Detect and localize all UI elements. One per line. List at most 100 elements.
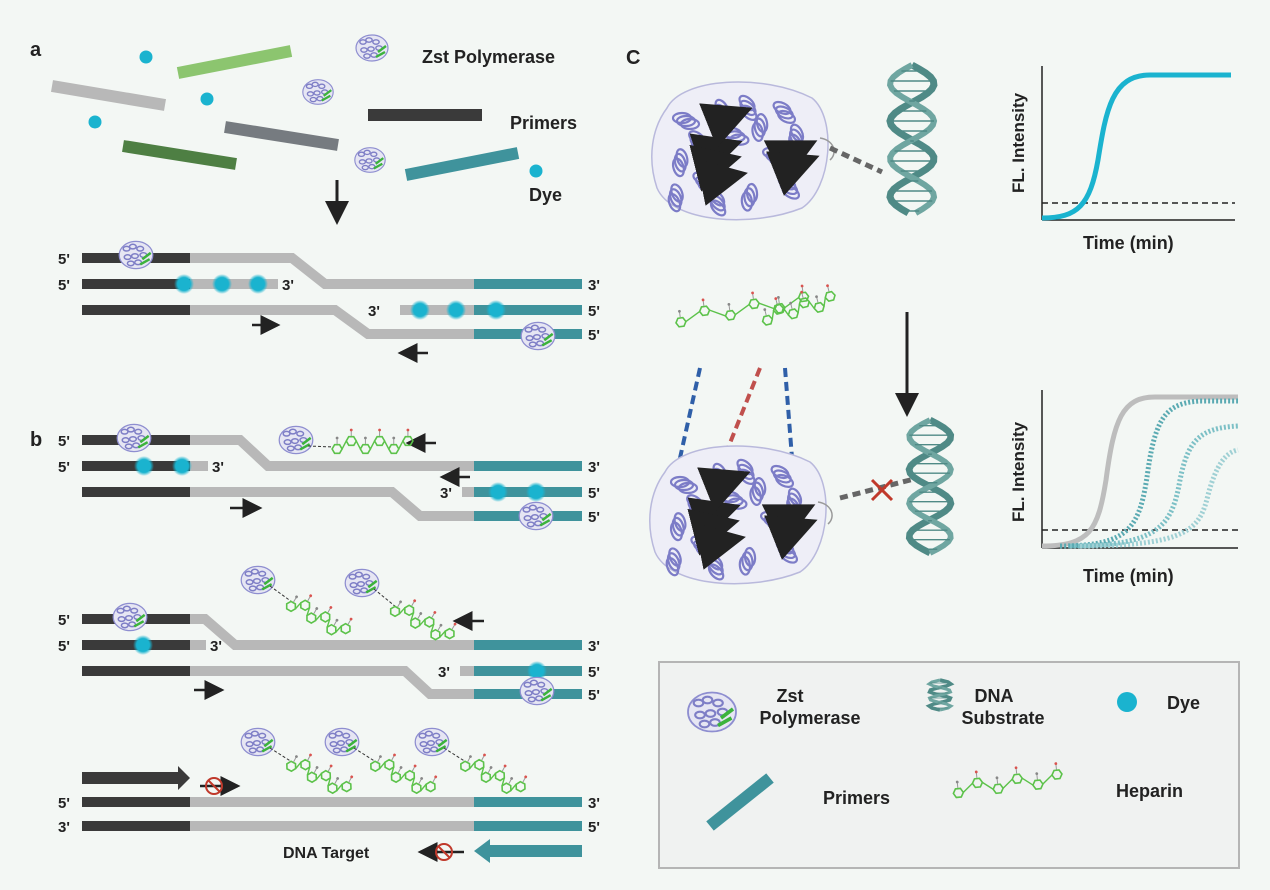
heparin-bound-polymerases xyxy=(240,425,528,795)
end-label: 5' xyxy=(588,303,600,320)
dye-icon xyxy=(1117,692,1137,712)
strand-segment xyxy=(82,666,190,676)
legend-primers-label: Primers xyxy=(823,788,890,808)
strand-segment xyxy=(190,279,278,289)
strand-path xyxy=(190,435,474,471)
panel-c-label: C xyxy=(626,47,640,69)
legend-dna-label: DNA xyxy=(975,686,1014,706)
heparin-icon xyxy=(675,284,810,328)
strand-path xyxy=(190,487,474,521)
heparin-icon xyxy=(370,753,438,795)
strand-path xyxy=(190,305,474,339)
dna-substrate-icon xyxy=(925,678,955,712)
strand-segment xyxy=(460,666,474,676)
strand-segment xyxy=(82,821,190,831)
end-label: 3' xyxy=(588,638,600,655)
chart-bottom: FL. Intensity Time (min) xyxy=(1009,390,1239,586)
primer-grey xyxy=(51,80,166,111)
primer-slate xyxy=(224,121,339,151)
polymerase-icon xyxy=(687,691,737,733)
strand-path xyxy=(190,614,474,650)
end-label: 3' xyxy=(282,277,294,294)
primer-dark-green xyxy=(122,140,237,170)
strand-path xyxy=(190,253,474,289)
strand-segment xyxy=(474,640,582,650)
control-curve xyxy=(1041,394,1238,549)
strand-segment xyxy=(82,487,190,497)
primer-icon xyxy=(706,773,774,831)
blocked-scheme-b3: 5' 3' 3' 5' DNA Target xyxy=(58,766,600,863)
strand-segment xyxy=(474,305,582,315)
free-dyes xyxy=(88,50,543,178)
legend-dna-label: Substrate xyxy=(961,708,1044,728)
end-label: 5' xyxy=(588,509,600,526)
free-polymerases xyxy=(302,34,389,173)
dye xyxy=(133,635,153,655)
polymerase-icon xyxy=(414,727,450,757)
heparin-icon xyxy=(952,762,1063,799)
heparin-icon xyxy=(389,599,457,641)
strand-segment xyxy=(82,305,190,315)
primer-arrow-teal xyxy=(474,839,582,863)
amplification-curve xyxy=(1041,72,1231,221)
prohibited-icon xyxy=(435,843,453,861)
polymerase-icon xyxy=(354,147,386,173)
strand-segment xyxy=(474,797,582,807)
legend-heparin-label: Heparin xyxy=(1116,781,1183,801)
dye xyxy=(486,300,506,320)
strand-segment xyxy=(462,487,474,497)
polymerase-structure-bottom xyxy=(649,445,833,585)
polymerase-structure-top xyxy=(651,81,835,221)
dye xyxy=(488,482,508,502)
end-label: 3' xyxy=(588,277,600,294)
polymerase-icon xyxy=(116,423,152,453)
strand-segment xyxy=(474,461,582,471)
polymerase-icon xyxy=(520,321,556,351)
strand-segment xyxy=(190,640,206,650)
end-label: 5' xyxy=(58,612,70,629)
panel-a-label: a xyxy=(30,39,42,61)
polymerase-icon xyxy=(112,602,148,632)
end-label: 3' xyxy=(588,459,600,476)
end-label: 3' xyxy=(438,664,450,681)
dye xyxy=(446,300,466,320)
binding-dash xyxy=(828,145,884,175)
polymerase-icon xyxy=(240,565,276,595)
polymerase-icon xyxy=(278,425,314,455)
dye xyxy=(139,50,153,64)
end-label: 5' xyxy=(58,459,70,476)
end-label: 5' xyxy=(588,327,600,344)
blocked-x-icon xyxy=(870,478,894,502)
end-label: 3' xyxy=(588,795,600,812)
inhibited-curve xyxy=(1079,447,1239,549)
free-primers xyxy=(51,45,520,181)
polymerase-icon xyxy=(302,79,334,105)
heparin-icon xyxy=(952,762,1063,799)
heparin-icon xyxy=(285,594,353,636)
strand-segment xyxy=(474,279,582,289)
end-label: 5' xyxy=(58,251,70,268)
strand-segment xyxy=(82,279,190,289)
dye xyxy=(529,164,543,178)
legend-primers: Primers xyxy=(510,113,577,133)
panel-b-label: b xyxy=(30,429,42,451)
strand-segment xyxy=(400,305,474,315)
end-label: 3' xyxy=(212,459,224,476)
end-label: 5' xyxy=(58,277,70,294)
primer-arrow-dark xyxy=(82,766,190,790)
y-axis-label: FL. Intensity xyxy=(1009,421,1028,522)
legend-box: Zst Polymerase DNA Substrate Dye Primers… xyxy=(658,661,1240,869)
polymerase-icon xyxy=(519,676,555,706)
dye xyxy=(172,456,192,476)
primer-teal xyxy=(404,147,520,181)
end-label: 5' xyxy=(58,638,70,655)
strand-segment xyxy=(82,797,190,807)
x-axis-label: Time (min) xyxy=(1083,233,1174,253)
inhibited-curve xyxy=(1069,423,1239,549)
end-label: 5' xyxy=(58,433,70,450)
end-label: 5' xyxy=(588,819,600,836)
polymerase-icon xyxy=(324,727,360,757)
dye xyxy=(410,300,430,320)
strand-segment xyxy=(190,821,474,831)
inhibited-curve xyxy=(1059,398,1238,549)
